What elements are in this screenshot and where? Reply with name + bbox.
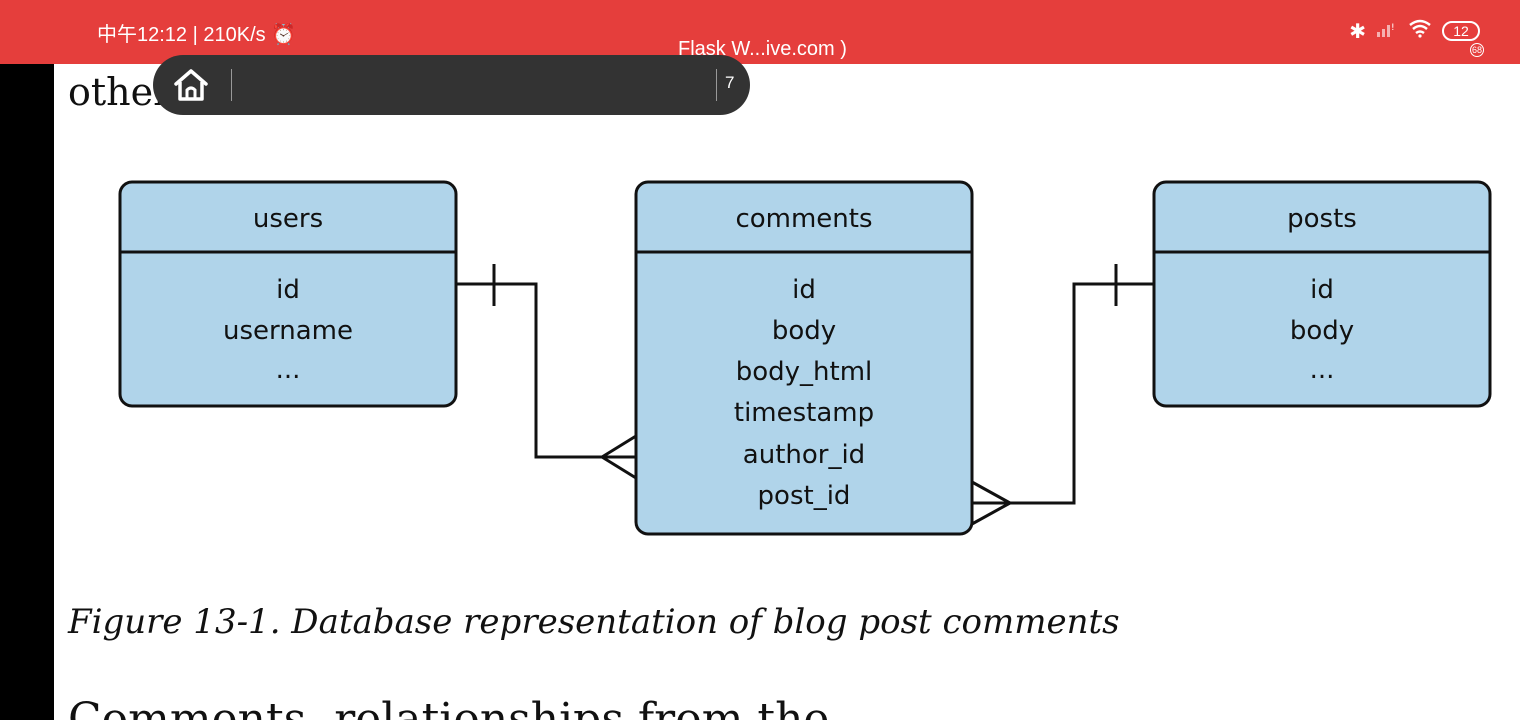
status-icons: ✱ ! 12 68 <box>1349 18 1484 57</box>
battery-icon: 12 68 <box>1442 20 1484 57</box>
entity-users-field: id <box>276 275 300 305</box>
entity-users: users id username ... <box>118 180 458 408</box>
entity-users-field: username <box>223 316 353 346</box>
status-page-title: Flask W...ive.com ) <box>678 38 847 60</box>
home-button[interactable] <box>169 65 213 105</box>
entity-posts-field: body <box>1290 316 1354 346</box>
status-bar: 中午12:12 | 210K/s ⏰ Flask W...ive.com ) ✱… <box>0 0 1520 64</box>
entity-posts-field: ... <box>1310 355 1335 385</box>
browser-floating-bar: 7 <box>153 55 750 115</box>
entity-comments-field: body_html <box>736 357 873 387</box>
home-icon <box>174 69 208 101</box>
signal-icon: ! <box>1376 19 1398 43</box>
tab-count-button[interactable]: 7 <box>725 73 735 92</box>
entity-comments: comments id body body_html timestamp aut… <box>634 180 974 536</box>
document-bottom-text: Comments, relationships from the <box>68 694 830 720</box>
bluetooth-icon: ✱ <box>1349 18 1366 43</box>
battery-level: 12 <box>1453 22 1469 39</box>
entity-users-field: ... <box>276 355 301 385</box>
entity-comments-field: body <box>772 316 836 346</box>
svg-text:!: ! <box>1391 23 1395 33</box>
bar-divider <box>231 69 232 101</box>
wifi-icon <box>1408 18 1432 43</box>
er-diagram: users id username ... comments id body b… <box>118 180 1492 536</box>
entity-posts-field: id <box>1310 275 1334 305</box>
entity-comments-title: comments <box>735 204 872 234</box>
figure-caption: Figure 13-1. Database representation of … <box>68 602 1120 642</box>
relationship-users-comments <box>456 264 637 480</box>
entity-comments-field: post_id <box>758 481 851 511</box>
relationship-posts-comments <box>971 264 1154 526</box>
time-speed-text: 中午12:12 | 210K/s <box>97 24 266 46</box>
entity-comments-field: author_id <box>743 440 865 470</box>
entity-posts-title: posts <box>1287 204 1357 234</box>
alarm-icon: ⏰ <box>271 24 297 46</box>
status-time-speed: 中午12:12 | 210K/s ⏰ <box>97 18 296 47</box>
document-page: other tables in the database. users id u… <box>54 64 1520 720</box>
entity-posts: posts id body ... <box>1152 180 1492 408</box>
entity-comments-field: id <box>792 275 816 305</box>
entity-comments-field: timestamp <box>734 398 874 428</box>
entity-users-title: users <box>253 204 323 234</box>
battery-sub-badge: 68 <box>1470 42 1484 57</box>
bar-divider <box>716 69 717 101</box>
